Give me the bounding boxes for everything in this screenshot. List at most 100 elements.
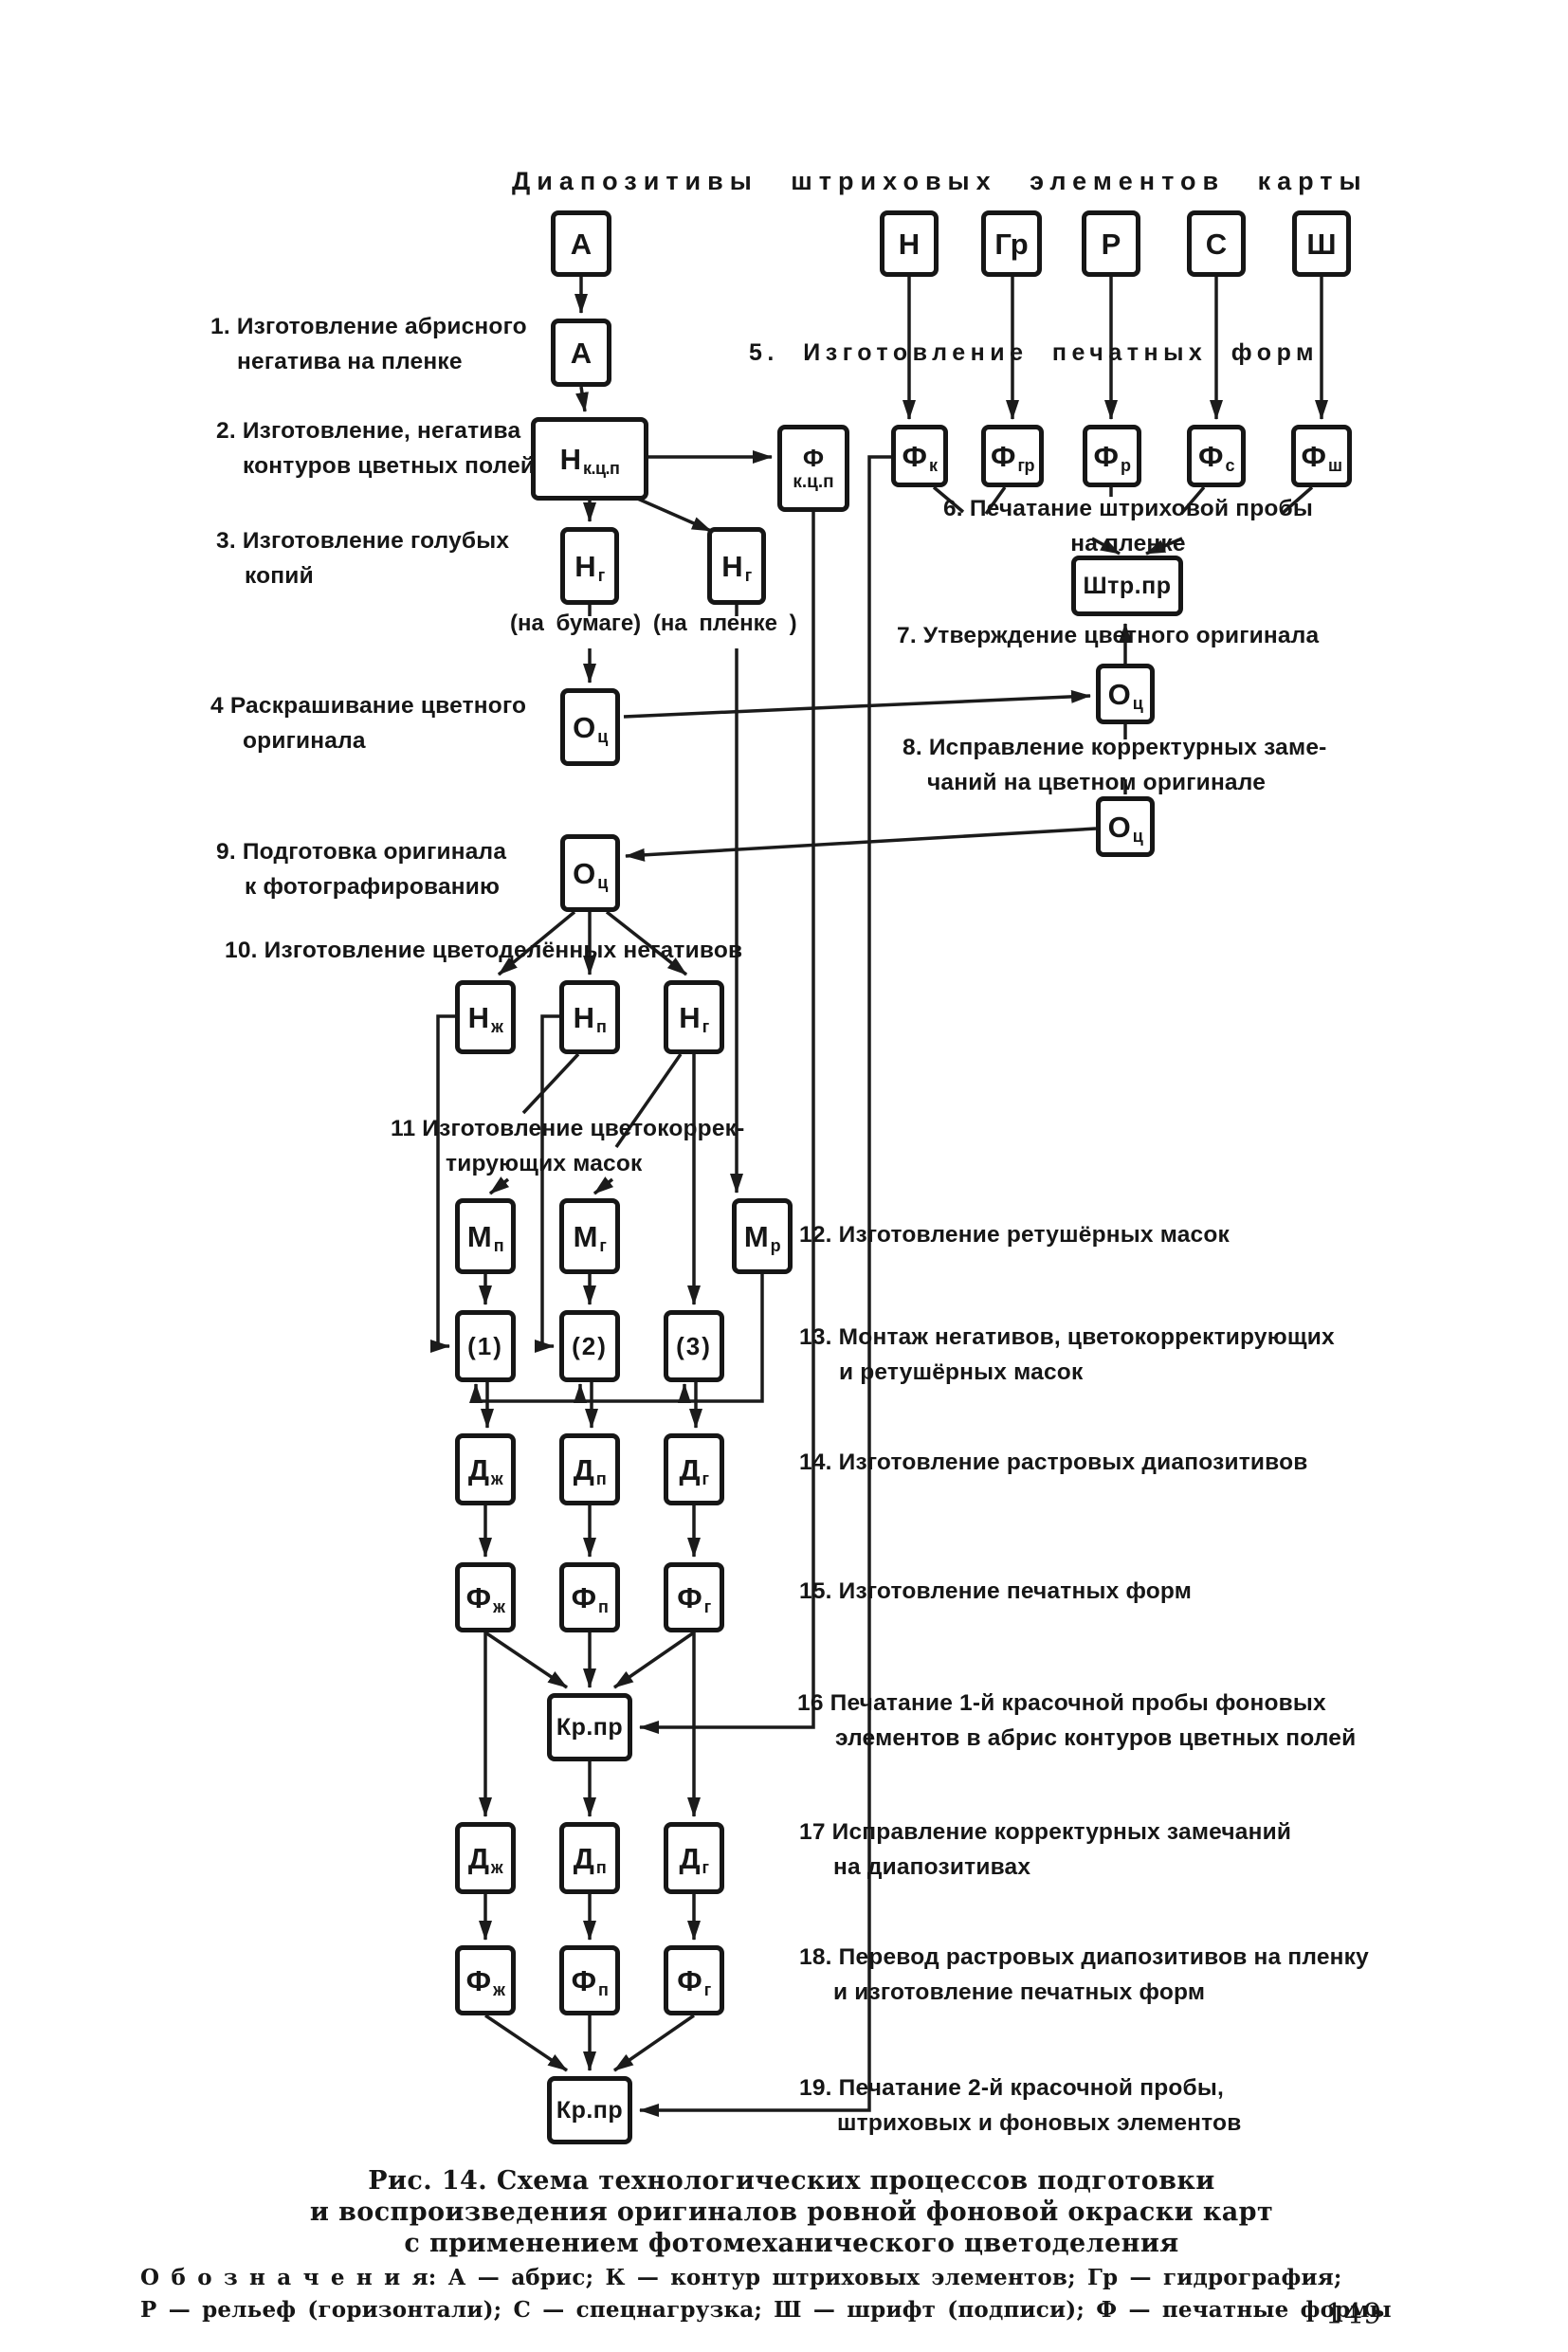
step-8-line-1: 8. Исправление корректурных заме- (903, 735, 1327, 760)
step-11-line-1: 11 Изготовление цветокоррек- (391, 1116, 745, 1141)
step-8: 8. Исправление корректурных заме-чаний н… (903, 730, 1327, 800)
step-12-line-1: 12. Изготовление ретушёрных масок (799, 1222, 1230, 1248)
edge-61 (613, 2014, 695, 2072)
box-label: М (466, 1219, 492, 1253)
edge-52 (613, 1631, 695, 1689)
box-montage-3: (3) (664, 1310, 724, 1382)
legend-line-2: Р — рельеф (горизонтали); С — спецнагруз… (140, 2297, 1392, 2323)
step-6-line-2: на пленке (1070, 531, 1186, 556)
step-15-line-1: 15. Изготовление печатных форм (799, 1578, 1193, 1604)
box-label: Ф (465, 1580, 492, 1614)
step-19-line-1: 19. Печатание 2-й красочной пробы, (799, 2075, 1224, 2101)
box-label: Р (1101, 227, 1121, 261)
step-15: 15. Изготовление печатных форм (799, 1574, 1192, 1609)
box-sublabel: к.ц.п (582, 459, 620, 478)
step-9-line-1: 9. Подготовка оригинала (216, 839, 507, 865)
box-sublabel: ц (1132, 694, 1143, 713)
step-14: 14. Изготовление растровых диапозитивов (799, 1445, 1308, 1480)
edge-40 (476, 1274, 764, 1403)
step-5: 5. Изготовление печатных форм (749, 339, 1319, 367)
box-label: Д (467, 1452, 489, 1486)
step-1-line-1: 1. Изготовление абрисного (210, 314, 527, 339)
edge-13 (1179, 485, 1206, 516)
edge-11 (984, 485, 1007, 516)
step-8-line-2: чаний на цветном оригинале (927, 770, 1267, 795)
edge-31 (521, 1052, 580, 1115)
box-label: Ф (571, 1963, 597, 1997)
box-montage-1: (1) (455, 1310, 516, 1382)
box-label: Ф (465, 1963, 492, 1997)
page-number: 149 (1325, 2298, 1382, 2331)
box-label: Д (679, 1841, 701, 1875)
box-label: Ш (1306, 227, 1337, 261)
step-5-line-1: 5. Изготовление печатных форм (749, 339, 1320, 366)
step-19-line-2: штриховых и фоновых элементов (837, 2110, 1242, 2136)
edge-14 (1280, 485, 1314, 516)
box-kr-pr-1: Кр.пр (547, 1693, 632, 1761)
box-sublabel: г (703, 1597, 712, 1616)
box-sublabel: г (703, 1980, 712, 1999)
edge-10 (932, 485, 965, 514)
box-label: А (570, 227, 593, 261)
step-3-line-2: копий (245, 563, 314, 589)
box-sublabel: ж (493, 1597, 505, 1616)
box-label: Кр.пр (556, 1713, 624, 1741)
box-label: Д (573, 1841, 594, 1875)
box-label: Гр (994, 227, 1029, 261)
box-label: Ф (902, 439, 927, 473)
figure-caption-line-2: и воспроизведения оригиналов ровной фоно… (309, 2197, 1274, 2227)
box-label: Н (559, 442, 581, 476)
figure-caption-line-3: с применением фотомеханического цветодел… (404, 2229, 1179, 2258)
box-sublabel: к (928, 456, 938, 475)
box-label: Штр.пр (1083, 572, 1172, 599)
edge-34 (593, 1176, 614, 1195)
box-sublabel: гр (1017, 456, 1034, 475)
box-sublabel: п (598, 1597, 609, 1616)
step-12: 12. Изготовление ретушёрных масок (799, 1217, 1230, 1252)
box-label: Ф (677, 1963, 702, 1997)
edge-35 (430, 1014, 455, 1353)
box-label: М (573, 1219, 598, 1253)
box-sublabel: ж (491, 1017, 503, 1036)
step-13: 13. Монтаж негативов, цветокорректирующи… (799, 1320, 1335, 1390)
diagram-title-line-1: Диапозитивы штриховых элементов карты (512, 167, 1368, 195)
box-sublabel: ж (490, 1858, 503, 1877)
step-18: 18. Перевод растровых диапозитивов на пл… (799, 1940, 1369, 2010)
step-7-line-1: 7. Утверждение цветного оригинала (897, 623, 1320, 648)
box-label: (1) (467, 1332, 503, 1360)
edge-30 (605, 910, 688, 976)
step-9-line-2: к фотографированию (245, 874, 501, 900)
edge-18 (623, 689, 1091, 719)
step-17-line-1: 17 Исправление корректурных замечаний (799, 1819, 1292, 1845)
box-label: О (1107, 677, 1131, 711)
box-label: Ф (1301, 439, 1326, 473)
box-label: (2) (572, 1332, 608, 1360)
box-a-negative: А (551, 319, 611, 387)
step-6-line-1: 6. Печатание штриховой пробы (942, 496, 1313, 521)
